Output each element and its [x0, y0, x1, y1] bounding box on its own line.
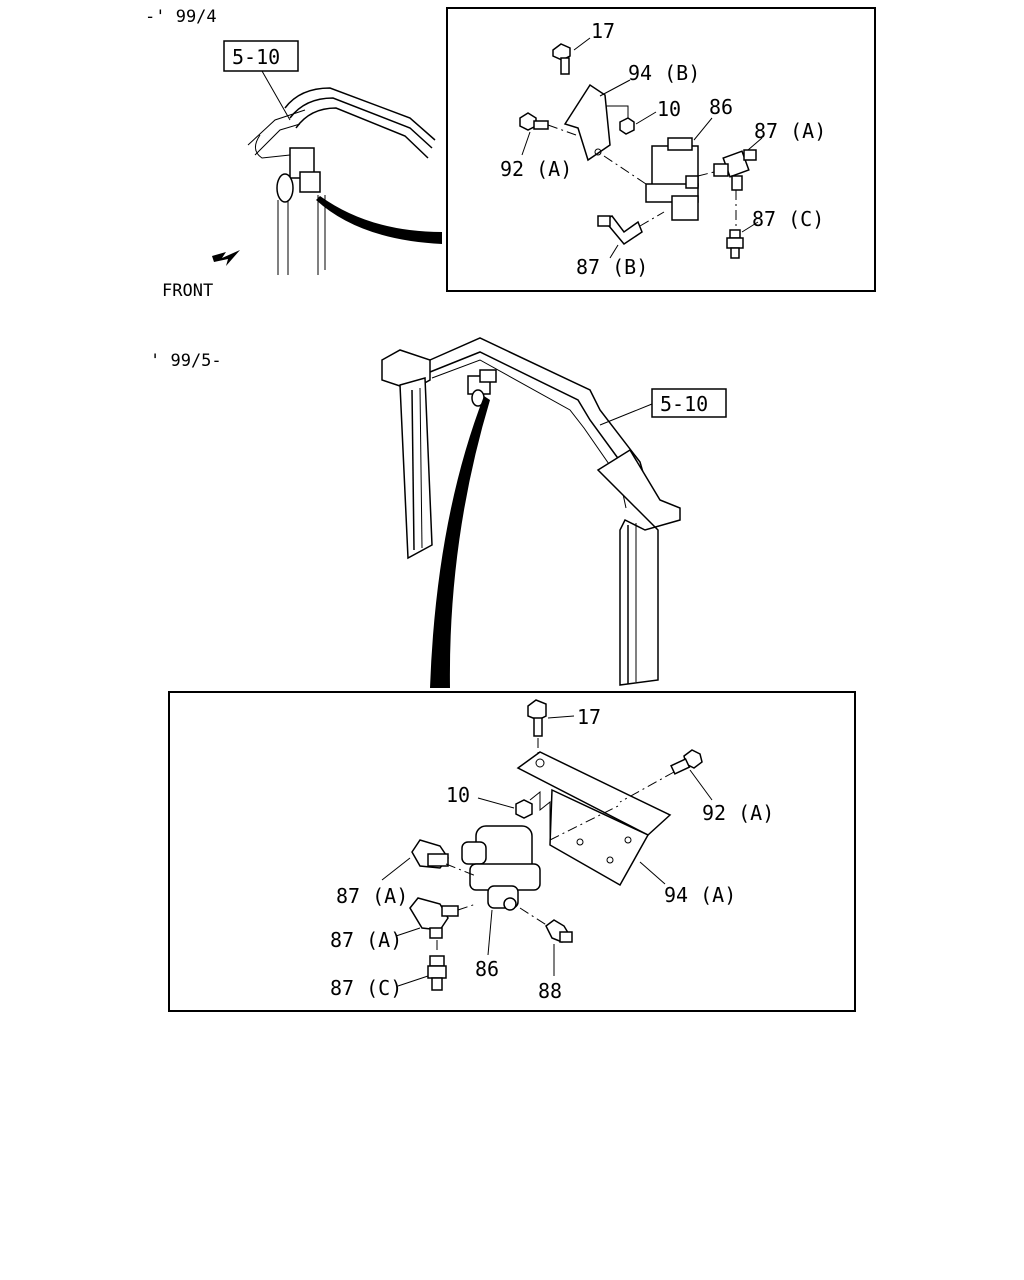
fitting-87c-icon: [726, 229, 744, 259]
callout-10-top: 10: [657, 97, 681, 121]
period-label-top: -' 99/4: [145, 7, 217, 27]
solenoid-valve-86: [645, 137, 699, 221]
nut-10-icon: [619, 117, 635, 135]
ref-box-top: 5-10: [223, 40, 299, 121]
bolt-17-bottom-icon: [527, 699, 547, 737]
bolt-92a-bottom-icon: [670, 749, 703, 775]
callout-87c-bottom: 87 (C): [330, 976, 402, 1000]
period-label-bottom: ' 99/5-: [150, 351, 222, 371]
front-label: FRONT: [162, 281, 213, 301]
callout-87b-top: 87 (B): [576, 255, 648, 279]
bracket-94a: [516, 751, 672, 887]
plug-88-icon: [545, 919, 573, 943]
callout-94b-top: 94 (B): [628, 61, 700, 85]
callout-88-bottom: 88: [538, 979, 562, 1003]
detail-box-bottom: [168, 691, 856, 1012]
bracket-94b: [563, 83, 611, 162]
fitting-87a-upper-icon: [411, 839, 449, 869]
fitting-87a-lower-icon: [409, 897, 459, 939]
front-arrow-icon: [212, 250, 240, 266]
nut-10-bottom-icon: [515, 799, 533, 819]
detail-bottom-parts: 17 94 (A) 92 (A) 10: [330, 699, 774, 1003]
callout-10-bottom: 10: [446, 783, 470, 807]
fitting-87a-icon: [713, 149, 757, 191]
callout-87a-top: 87 (A): [754, 119, 826, 143]
bolt-92a-icon: [519, 112, 549, 131]
bolt-17-icon: [552, 43, 571, 75]
callout-86-top: 86: [709, 95, 733, 119]
callout-87c-top: 87 (C): [752, 207, 824, 231]
fitting-87b-icon: [597, 215, 643, 245]
cab-frame-overview-top: [247, 87, 436, 275]
callout-87a-upper-bottom: 87 (A): [336, 884, 408, 908]
callout-17-bottom: 17: [577, 705, 601, 729]
ref-label-top: 5-10: [232, 45, 280, 69]
callout-sweep-top: [316, 196, 442, 244]
callout-94a-bottom: 94 (A): [664, 883, 736, 907]
detail-box-top: [446, 7, 876, 292]
callout-sweep-bottom: [430, 396, 490, 688]
detail-top-parts: 17 94 (B) 10 92 (A) 86: [500, 19, 826, 279]
callout-92a-top: 92 (A): [500, 157, 572, 181]
ref-label-bottom: 5-10: [660, 392, 708, 416]
cab-frame-arch: [381, 337, 681, 686]
callout-86-bottom: 86: [475, 957, 499, 981]
callout-87a-lower-bottom: 87 (A): [330, 928, 402, 952]
callout-17-top: 17: [591, 19, 615, 43]
fitting-87c-bottom-icon: [427, 955, 447, 991]
solenoid-valve-86-bottom: [461, 825, 541, 911]
ref-box-bottom: 5-10: [599, 388, 727, 426]
callout-92a-bottom: 92 (A): [702, 801, 774, 825]
